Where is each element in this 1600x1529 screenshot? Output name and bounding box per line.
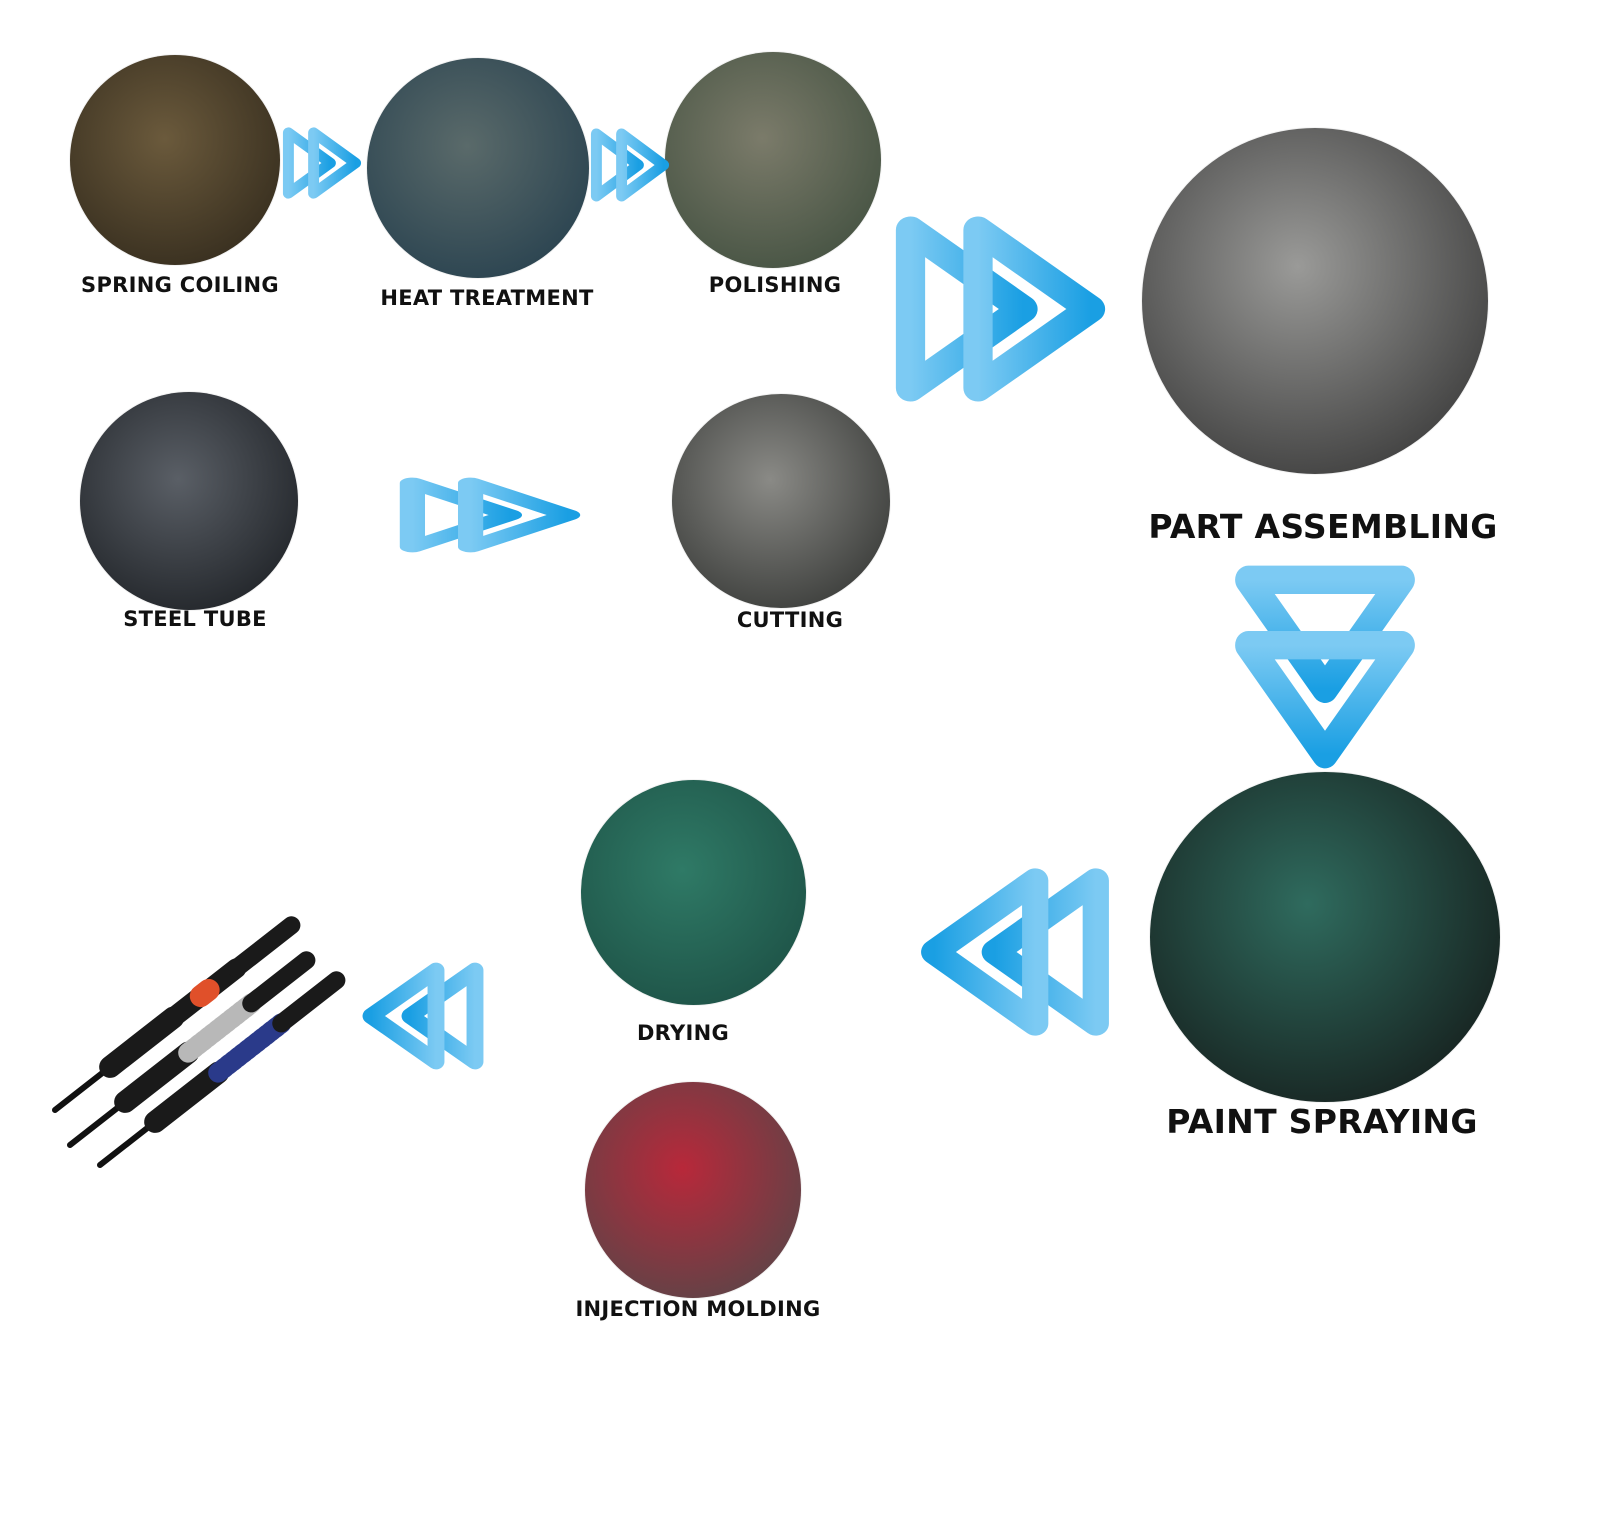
double-arrow-right-icon xyxy=(888,205,1113,413)
label-polishing: POLISHING xyxy=(708,273,842,297)
label-spring-coiling: SPRING COILING xyxy=(81,273,279,297)
photo-injection-molding xyxy=(585,1082,801,1298)
photo-cutting xyxy=(672,394,890,608)
photo-spring-coiling xyxy=(70,55,280,265)
label-cutting: CUTTING xyxy=(736,608,844,632)
photo-polishing xyxy=(665,52,881,268)
label-injection-molding: INJECTION MOLDING xyxy=(575,1297,821,1321)
photo-part-assembling xyxy=(1142,128,1488,474)
label-part-assembling: PART ASSEMBLING xyxy=(1148,507,1498,546)
finished-product-image xyxy=(30,895,360,1185)
arrow-chevron-front xyxy=(616,128,670,202)
arrow-chevron-front xyxy=(963,216,1106,402)
label-steel-tube: STEEL TUBE xyxy=(123,607,267,631)
double-arrow-right-icon xyxy=(393,473,587,557)
photo-steel-tube xyxy=(80,392,298,610)
double-arrow-right-icon xyxy=(588,124,672,206)
arrow-chevron-front xyxy=(921,868,1049,1036)
double-arrow-left-icon xyxy=(914,858,1116,1046)
photo-paint-spraying xyxy=(1150,772,1500,1102)
photo-drying xyxy=(581,780,806,1005)
arrow-chevron-front xyxy=(1235,631,1415,769)
double-arrow-right-icon xyxy=(280,123,364,203)
label-paint-spraying: PAINT SPRAYING xyxy=(1166,1102,1478,1141)
label-drying: DRYING xyxy=(636,1021,730,1045)
photo-heat-treatment xyxy=(367,58,589,278)
arrow-chevron-front xyxy=(308,127,362,199)
double-arrow-down-icon xyxy=(1224,558,1426,776)
arrow-chevron-front xyxy=(457,477,581,553)
double-arrow-left-icon xyxy=(358,956,488,1076)
label-heat-treatment: HEAT TREATMENT xyxy=(380,286,594,310)
arrow-chevron-front xyxy=(362,962,445,1070)
